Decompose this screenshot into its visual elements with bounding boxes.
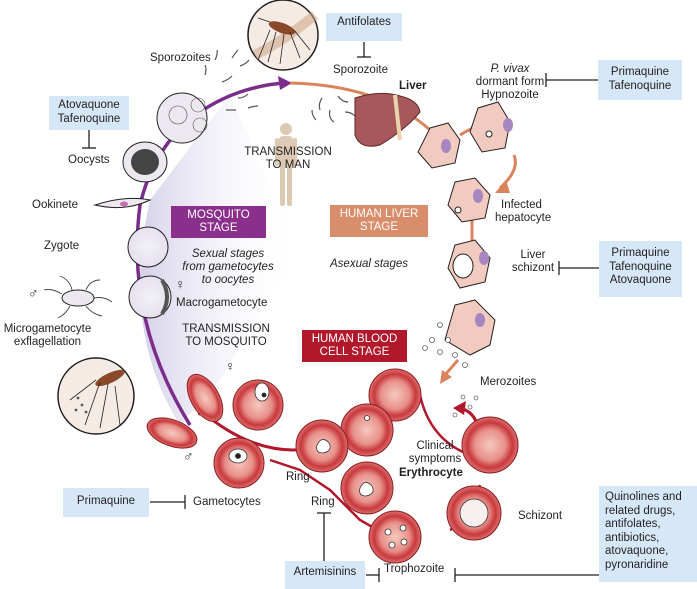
- sexual-stages-note: Sexual stages from gametocytes to oocyte…: [182, 248, 274, 286]
- drug-box-atovaquone-tafenoquine: Atovaquone Tafenoquine: [49, 96, 129, 130]
- male-symbol-gametocyte: ♂: [183, 448, 194, 464]
- hypnozoite-arrow: [498, 154, 517, 190]
- drug-box-liver-schizont: Primaquine Tafenoquine Atovaquone: [599, 241, 682, 297]
- ring-label-lower: Ring: [311, 496, 335, 508]
- liver-schizont-label: Liver schizont: [511, 249, 555, 274]
- sporozoites-label: Sporozoites: [150, 52, 211, 64]
- female-symbol-macro: ♀: [175, 276, 186, 292]
- hepatocytes: [417, 101, 513, 356]
- human-figure: [275, 123, 297, 206]
- microgametocyte-label: Microgametocyte exflagellation: [3, 323, 92, 348]
- sporozoite-squiggles: [204, 49, 356, 123]
- drug-box-artemisinins: Artemisinins: [285, 561, 365, 589]
- trophozoite-label: Trophozoite: [384, 563, 445, 575]
- liver-organ: [354, 92, 421, 147]
- drug-box-antifolates: Antifolates: [326, 13, 402, 41]
- released-merozoites: [422, 322, 479, 418]
- hypnozoite-label: P. vivax dormant form Hypnozoite: [475, 63, 545, 101]
- liver-stage-label: HUMAN LIVER STAGE: [330, 205, 428, 237]
- drug-box-primaquine-tafenoquine: Primaquine Tafenoquine: [598, 60, 682, 100]
- merozoites-label: Merozoites: [480, 376, 537, 388]
- drug-box-quinolines: Quinolines and related drugs, antifolate…: [599, 486, 697, 582]
- sporozoite-label: Sporozoite: [333, 64, 388, 76]
- macrogametocyte-label: Macrogametocyte: [176, 297, 268, 309]
- transmission-to-man: TRANSMISSION TO MAN: [244, 146, 332, 171]
- infected-hepatocyte-label: Infected hepatocyte: [495, 199, 552, 224]
- gametocytes-label: Gametocytes: [193, 496, 261, 508]
- erythrocyte-label: Erythrocyte: [399, 467, 463, 479]
- ring-label-upper: Ring: [286, 471, 310, 483]
- liver-label: Liver: [399, 80, 427, 92]
- female-symbol-gametocyte: ♀: [225, 358, 236, 374]
- mature-oocyst: [156, 92, 208, 144]
- zygote-label: Zygote: [44, 240, 80, 252]
- ookinete-label: Ookinete: [32, 199, 79, 211]
- mosquito-bite-circle-bottom: [57, 357, 135, 435]
- microgametocyte: [61, 289, 95, 307]
- asexual-stages-note: Asexual stages: [330, 258, 408, 270]
- oocysts-label: Oocysts: [68, 154, 110, 166]
- transmission-to-mosquito: TRANSMISSION TO MOSQUITO: [182, 323, 270, 348]
- mosquito-arrowhead: [278, 76, 292, 90]
- drug-box-primaquine: Primaquine: [63, 488, 149, 517]
- mosquito-stage-shading: [140, 95, 300, 425]
- blood-stage-label: HUMAN BLOOD CELL STAGE: [302, 330, 407, 362]
- schizont-label: Schizont: [518, 510, 563, 522]
- clinical-symptoms-note: Clinical symptoms: [408, 440, 462, 465]
- zygote: [127, 226, 169, 268]
- macrogametocyte: [128, 275, 172, 319]
- merozoite-release-arrow: [440, 370, 452, 384]
- male-symbol-micro: ♂: [28, 285, 39, 301]
- mosquito-stage-label: MOSQUITO STAGE: [171, 206, 266, 238]
